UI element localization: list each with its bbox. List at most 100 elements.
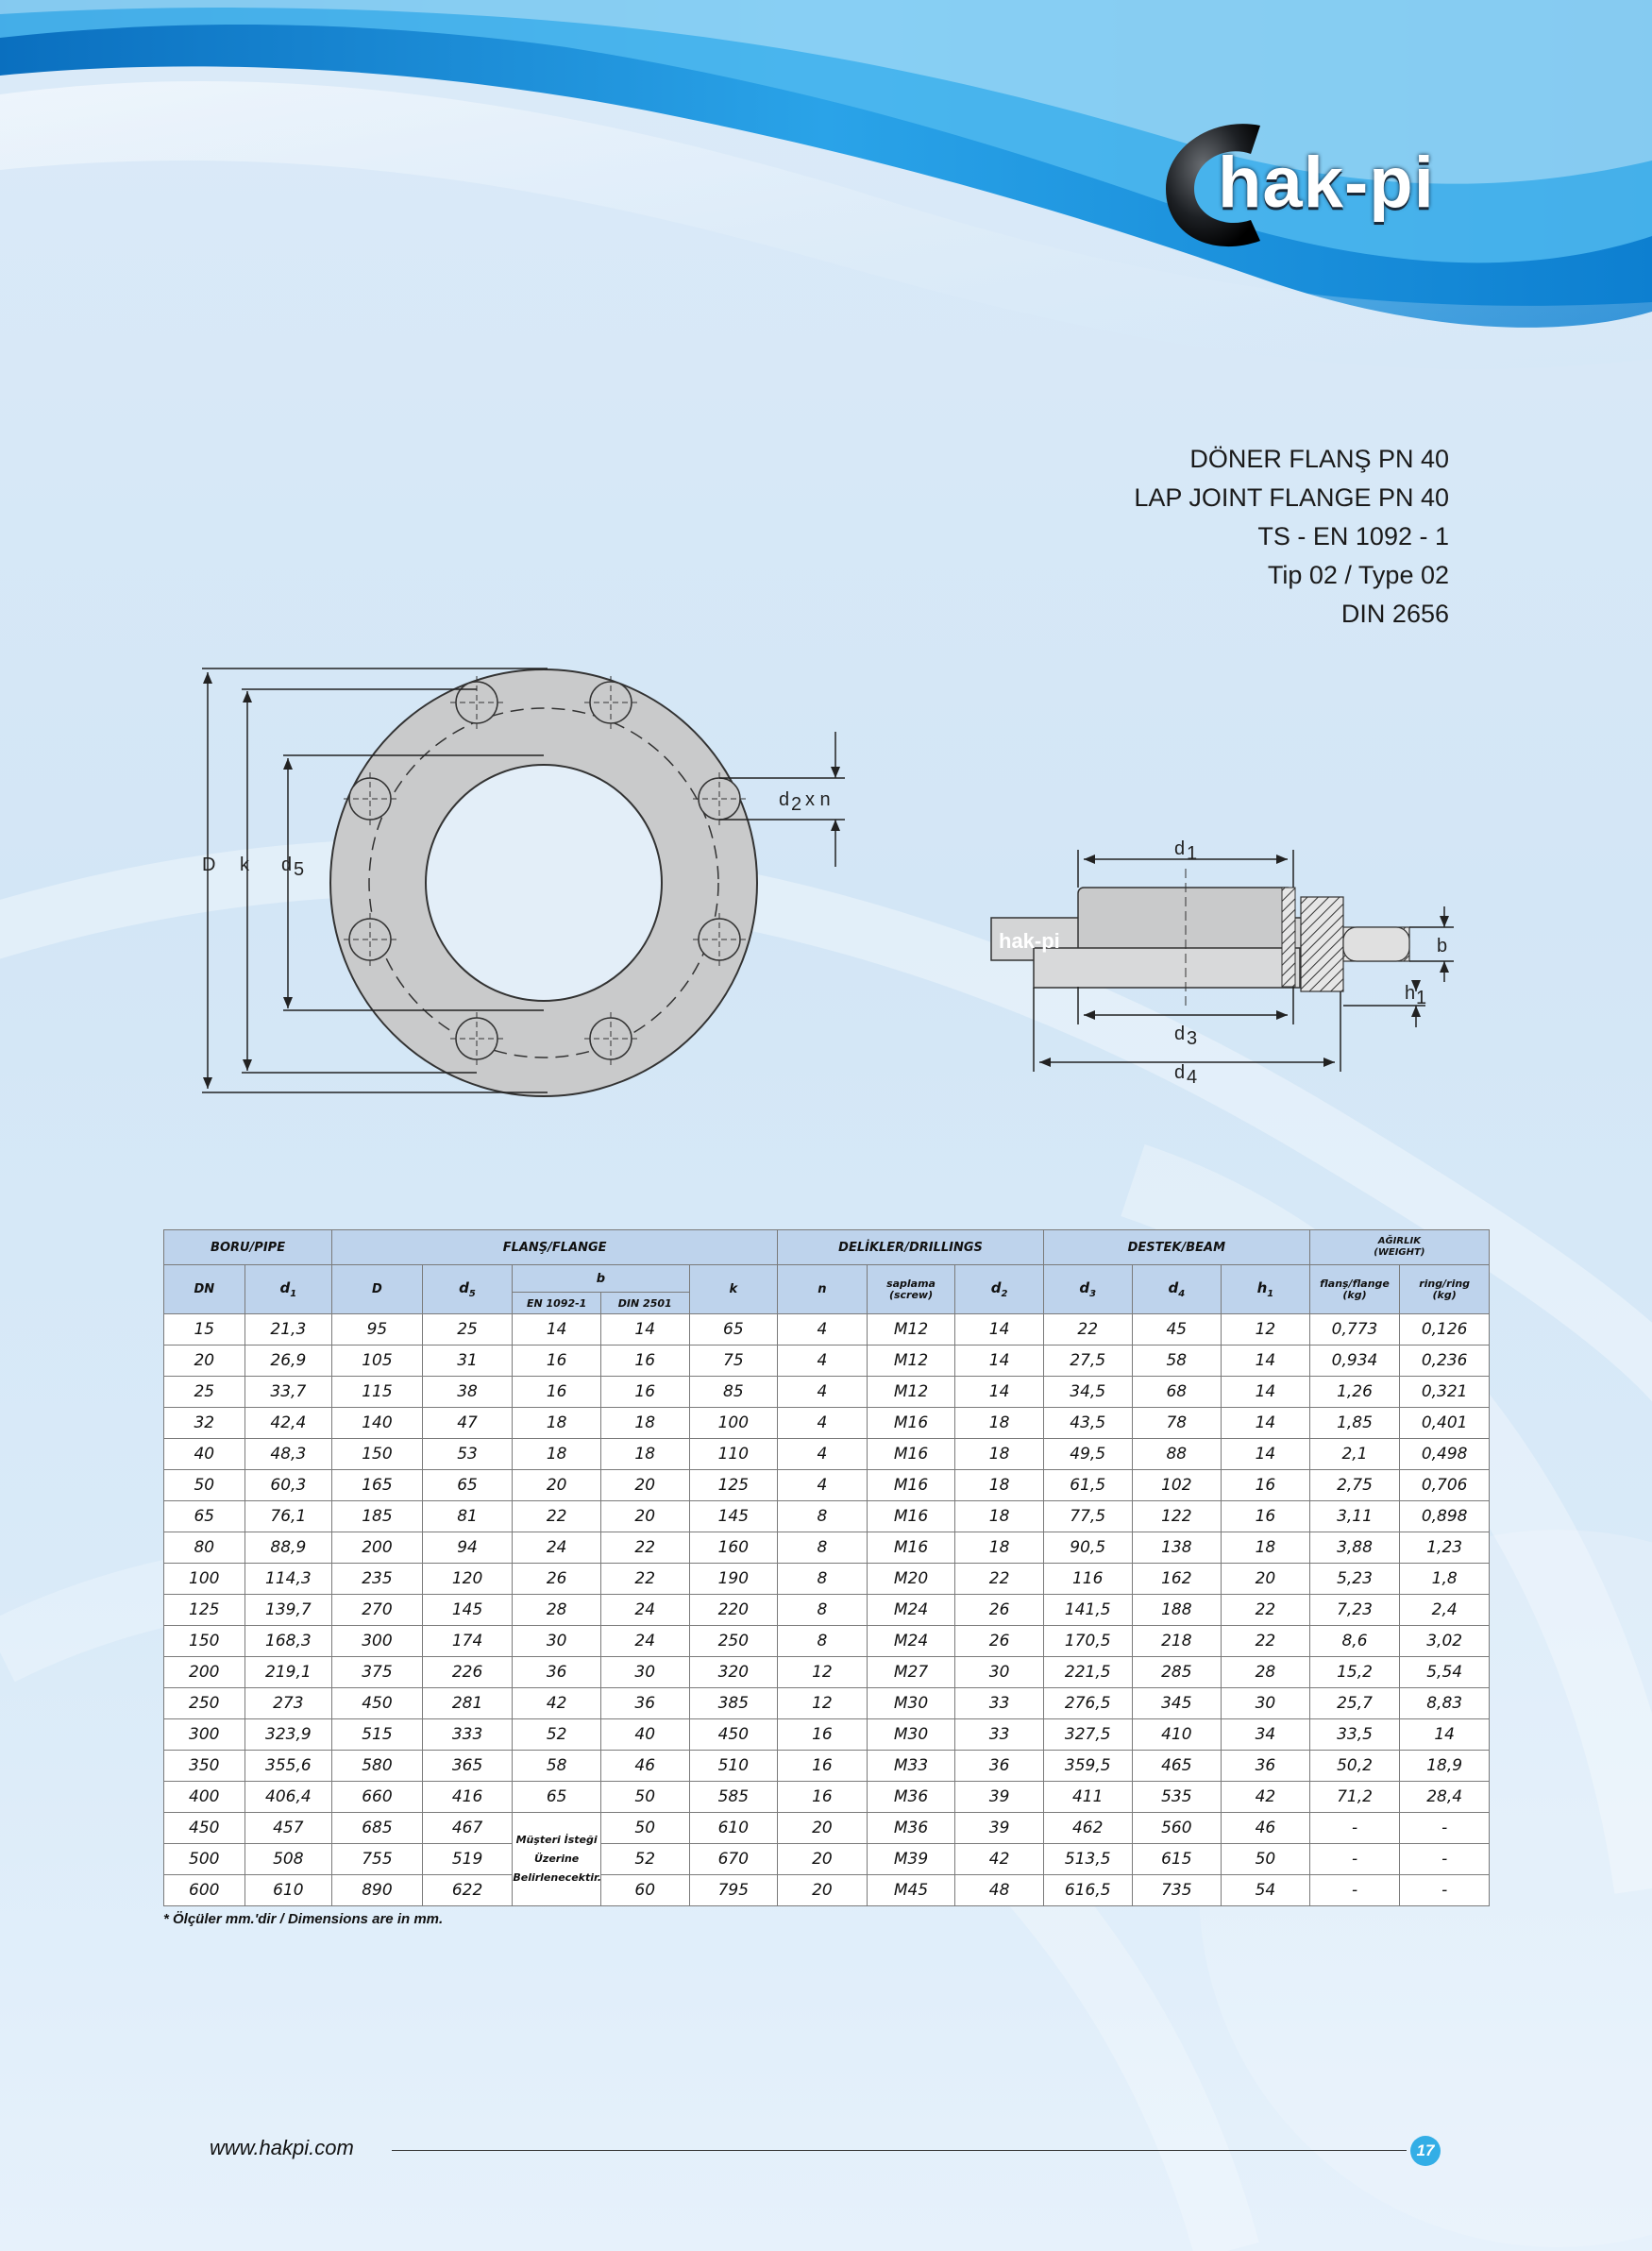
table-cell: 33,5	[1308, 1718, 1401, 1751]
table-cell: 162	[1131, 1563, 1222, 1595]
table-cell: 21,3	[244, 1313, 333, 1346]
col-header-n: n	[777, 1264, 868, 1314]
col-header-d1: d1	[244, 1264, 333, 1314]
table-cell: 18	[954, 1532, 1044, 1564]
table-cell: 400	[163, 1781, 245, 1813]
table-cell: 500	[163, 1843, 245, 1875]
table-cell: 38	[421, 1376, 514, 1408]
table-cell: 42	[954, 1843, 1044, 1875]
table-cell: 3,02	[1399, 1625, 1490, 1657]
table-cell: 416	[421, 1781, 514, 1813]
table-cell: 221,5	[1042, 1656, 1133, 1688]
table-cell: 145	[421, 1594, 514, 1626]
table-cell: 20	[599, 1500, 690, 1532]
table-cell: 26,9	[244, 1345, 333, 1377]
footer-divider	[392, 2150, 1407, 2151]
table-cell: M30	[866, 1718, 956, 1751]
table-cell: 0,706	[1399, 1469, 1490, 1501]
table-cell: 22	[1042, 1313, 1133, 1346]
table-cell: 890	[331, 1874, 423, 1906]
table-cell: 615	[1131, 1843, 1222, 1875]
dim-d5-sub: 5	[294, 859, 304, 880]
table-cell: 141,5	[1042, 1594, 1133, 1626]
table-cell: 519	[421, 1843, 514, 1875]
table-cell: 515	[331, 1718, 423, 1751]
table-cell: M16	[866, 1407, 956, 1439]
dimension-footnote: * Ölçüler mm.'dir / Dimensions are in mm…	[163, 1911, 444, 1927]
table-cell: 535	[1131, 1781, 1222, 1813]
table-cell: 80	[163, 1532, 245, 1564]
col-header-d3: d3	[1042, 1264, 1133, 1314]
table-cell: 0,321	[1399, 1376, 1490, 1408]
table-cell: 5,23	[1308, 1563, 1401, 1595]
table-cell: 24	[599, 1594, 690, 1626]
group-header-flange: FLANŞ/FLANGE	[331, 1229, 779, 1265]
table-cell: 12	[777, 1687, 868, 1719]
table-cell: 4	[777, 1438, 868, 1470]
table-cell: 24	[512, 1532, 601, 1564]
title-line: Tip 02 / Type 02	[1267, 561, 1449, 589]
table-cell: 90,5	[1042, 1532, 1133, 1564]
table-cell: 65	[688, 1313, 779, 1346]
table-cell: 0,773	[1308, 1313, 1401, 1346]
col-header-d4: d4	[1131, 1264, 1222, 1314]
table-cell: 14	[512, 1313, 601, 1346]
custom-order-note: Müşteri İsteği Üzerine Belirlenecektir.	[512, 1812, 601, 1906]
table-cell: 27,5	[1042, 1345, 1133, 1377]
table-cell: 36	[512, 1656, 601, 1688]
table-cell: 54	[1221, 1874, 1310, 1906]
table-cell: 53	[421, 1438, 514, 1470]
table-cell: 33,7	[244, 1376, 333, 1408]
table-cell: 52	[599, 1843, 690, 1875]
table-cell: M12	[866, 1313, 956, 1346]
table-cell: 138	[1131, 1532, 1222, 1564]
table-cell: M12	[866, 1376, 956, 1408]
table-cell: 8,83	[1399, 1687, 1490, 1719]
table-cell: 2,4	[1399, 1594, 1490, 1626]
table-cell: 145	[688, 1500, 779, 1532]
table-cell: 285	[1131, 1656, 1222, 1688]
table-cell: 660	[331, 1781, 423, 1813]
table-cell: 22	[512, 1500, 601, 1532]
table-cell: 140	[331, 1407, 423, 1439]
table-cell: 22	[599, 1532, 690, 1564]
table-cell: 14	[1221, 1376, 1310, 1408]
table-cell: 110	[688, 1438, 779, 1470]
dim-d5-label: d	[281, 855, 292, 875]
table-cell: 616,5	[1042, 1874, 1133, 1906]
table-cell: 115	[331, 1376, 423, 1408]
table-cell: 42	[1221, 1781, 1310, 1813]
table-cell: 560	[1131, 1812, 1222, 1844]
table-cell: 585	[688, 1781, 779, 1813]
group-header-beam: DESTEK/BEAM	[1042, 1229, 1310, 1265]
table-cell: 40	[599, 1718, 690, 1751]
table-cell: 12	[777, 1656, 868, 1688]
table-cell: 450	[688, 1718, 779, 1751]
dimensions-table: BORU/PIPE FLANŞ/FLANGE DELİKLER/DRILLING…	[162, 1229, 1491, 1906]
dim-h1-sub: 1	[1416, 988, 1426, 1008]
table-cell: 28	[1221, 1656, 1310, 1688]
table-cell: 365	[421, 1750, 514, 1782]
table-cell: -	[1399, 1874, 1490, 1906]
website-link[interactable]: www.hakpi.com	[210, 2136, 354, 2159]
table-cell: 25,7	[1308, 1687, 1401, 1719]
table-cell: 122	[1131, 1500, 1222, 1532]
table-cell: 139,7	[244, 1594, 333, 1626]
table-cell: 76,1	[244, 1500, 333, 1532]
table-cell: 20	[777, 1812, 868, 1844]
table-cell: 20	[777, 1843, 868, 1875]
table-cell: 36	[1221, 1750, 1310, 1782]
table-cell: 2,1	[1308, 1438, 1401, 1470]
table-cell: 450	[331, 1687, 423, 1719]
table-cell: 14	[599, 1313, 690, 1346]
table-cell: 58	[1131, 1345, 1222, 1377]
table-cell: 150	[163, 1625, 245, 1657]
dim-d3-sub: 3	[1187, 1028, 1197, 1049]
table-cell: 281	[421, 1687, 514, 1719]
col-header-b-din: DIN 2501	[599, 1292, 690, 1314]
table-cell: 34	[1221, 1718, 1310, 1751]
